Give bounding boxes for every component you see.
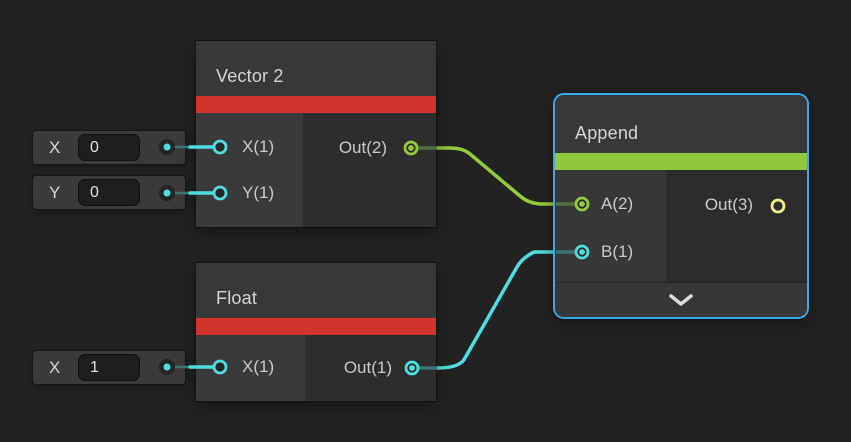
node-accent-bar	[196, 318, 436, 335]
port-label: Out(1)	[343, 358, 392, 377]
value-field[interactable]: 0	[78, 179, 140, 206]
output-row-out3: Out(3)	[666, 185, 807, 225]
inline-widget-float-x: X 1	[33, 351, 185, 384]
port-label: A(2)	[601, 194, 634, 213]
output-row-out1: Out(1)	[305, 348, 436, 388]
node-title: Float	[196, 263, 436, 318]
port-label: B(1)	[601, 242, 634, 261]
widget-label: X	[49, 357, 61, 377]
input-row-b: B(1)	[555, 232, 666, 272]
node-collapse-button[interactable]	[555, 282, 807, 317]
inline-widget-vector2-x: X 0	[33, 131, 185, 164]
node-title: Append	[555, 95, 807, 153]
value-field[interactable]: 0	[78, 134, 140, 161]
chevron-down-icon	[669, 293, 693, 306]
node-accent-bar	[196, 96, 436, 113]
inline-widget-vector2-y: Y 0	[33, 176, 185, 209]
input-row-a: A(2)	[555, 184, 666, 224]
port-label: Out(2)	[338, 138, 387, 157]
port-label: X(1)	[242, 137, 275, 156]
node-float[interactable]: Float X(1) Out(1)	[196, 263, 436, 401]
node-vector2[interactable]: Vector 2 X(1) Y(1) Out(2)	[196, 41, 436, 227]
node-append[interactable]: Append A(2) B(1) Out(3)	[553, 93, 809, 319]
input-row-y: Y(1)	[196, 173, 303, 213]
widget-label: X	[49, 137, 61, 157]
node-accent-bar	[555, 153, 807, 170]
output-row-out2: Out(2)	[303, 128, 436, 168]
input-row-x: X(1)	[196, 347, 305, 387]
node-title: Vector 2	[196, 41, 436, 96]
port-label: Out(3)	[704, 195, 753, 214]
widget-label: Y	[49, 182, 61, 202]
port-label: Y(1)	[242, 183, 275, 202]
input-row-x: X(1)	[196, 127, 303, 167]
port-label: X(1)	[242, 357, 275, 376]
value-field[interactable]: 1	[78, 354, 140, 381]
